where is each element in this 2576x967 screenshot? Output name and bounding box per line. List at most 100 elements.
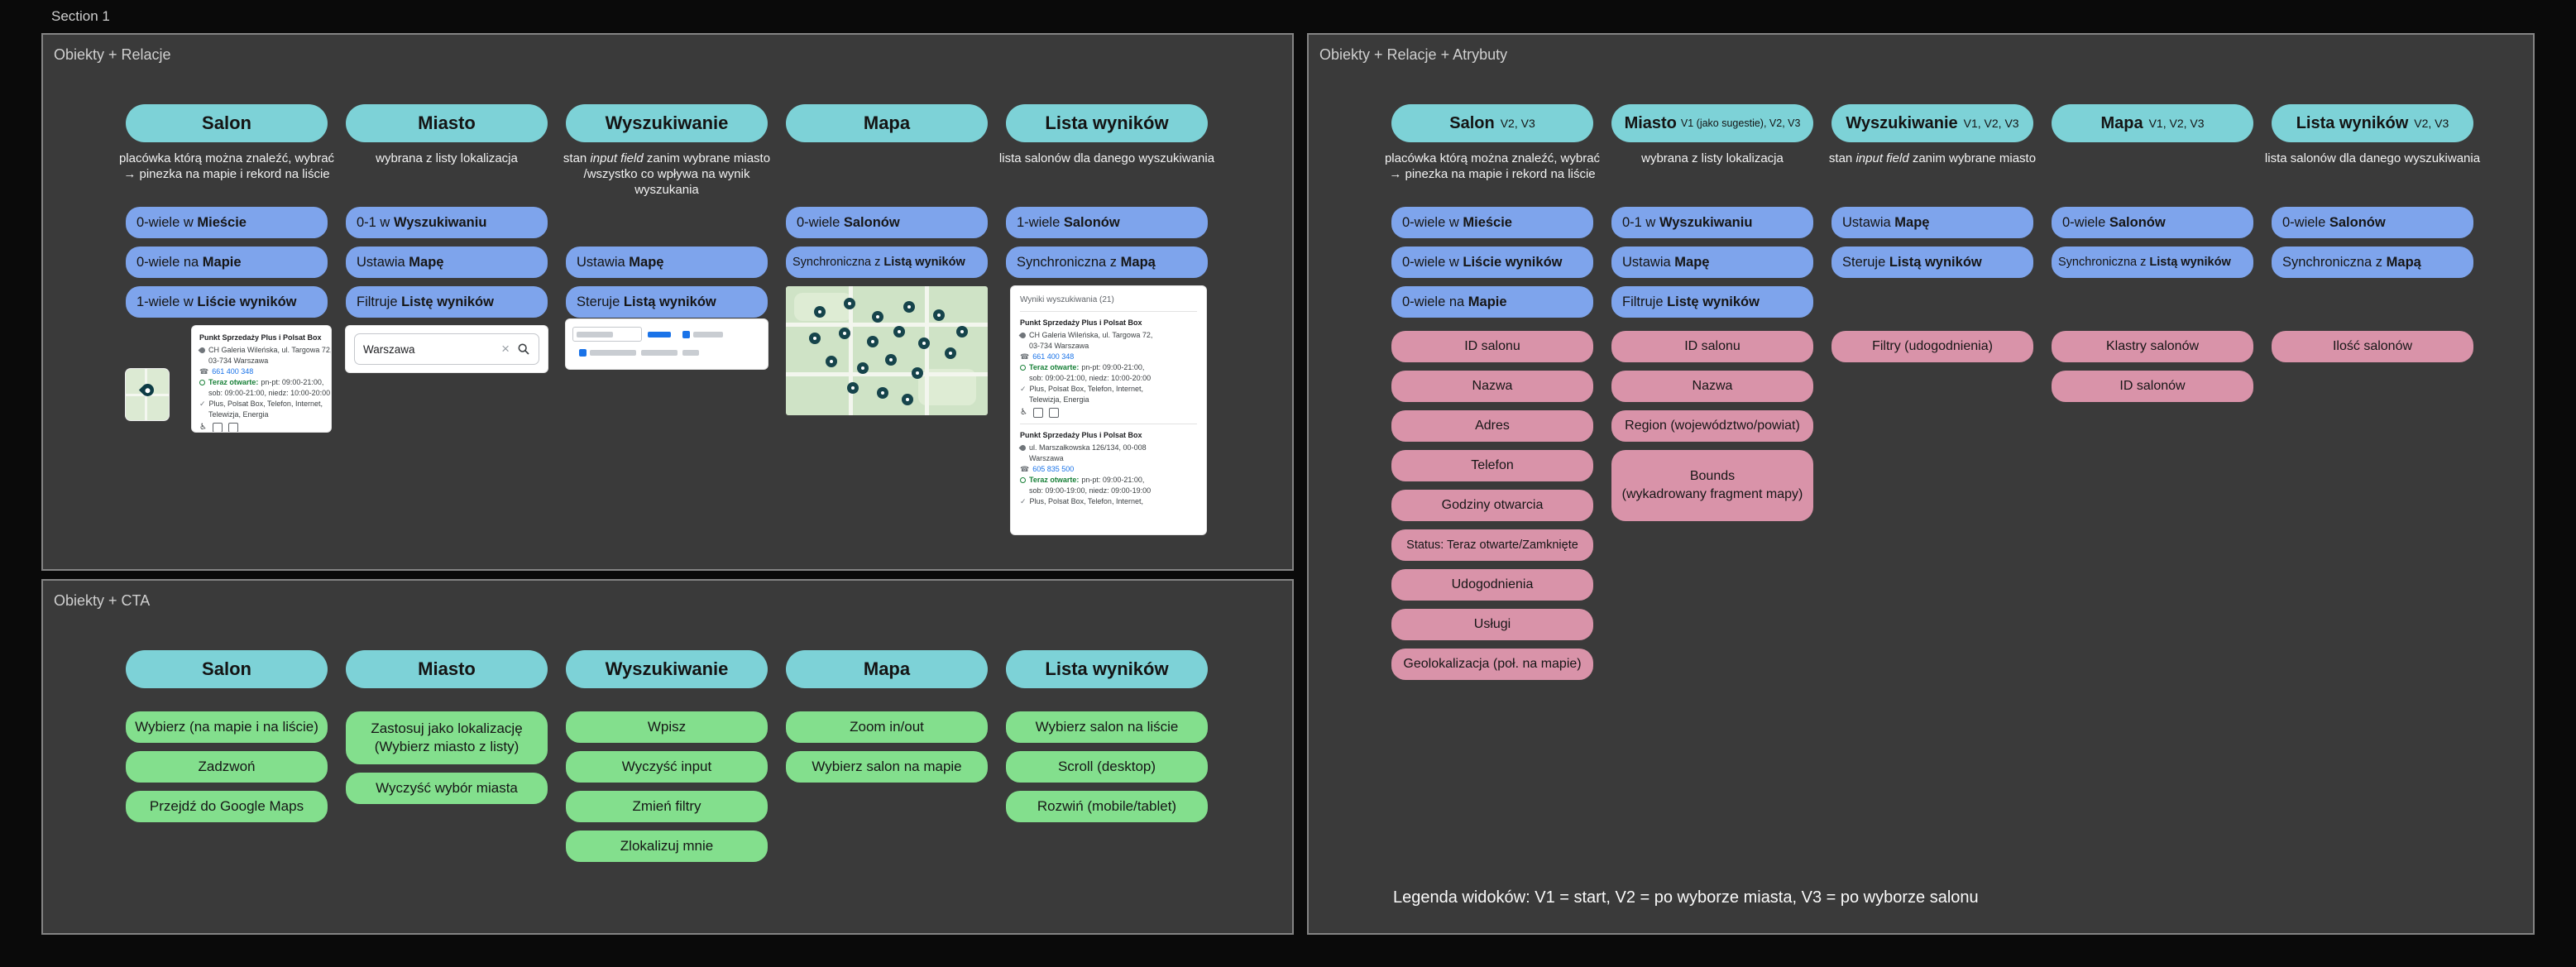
card-hours2: sob: 09:00-21:00, niedz: 10:00-20:00 xyxy=(1029,374,1152,382)
relation-chip[interactable]: Ustawia Mapę xyxy=(1611,247,1813,278)
cta-chip[interactable]: Wybierz salon na liście xyxy=(1006,711,1208,743)
object-header-mapa[interactable]: Mapa xyxy=(786,650,988,688)
relation-chip[interactable]: 0-wiele na Mapie xyxy=(1391,286,1593,318)
object-description: lista salonów dla danego wyszukiwania xyxy=(2257,151,2488,166)
result-card[interactable]: Punkt Sprzedaży Plus i Polsat Box CH Gal… xyxy=(1018,318,1197,418)
attribute-chip[interactable]: Geolokalizacja (poł. na mapie) xyxy=(1391,649,1593,680)
relation-chip[interactable]: 0-wiele w Liście wyników xyxy=(1391,247,1593,278)
relation-chip[interactable]: 0-wiele w Mieście xyxy=(126,207,328,238)
relation-chip[interactable]: Ustawia Mapę xyxy=(1831,207,2033,238)
map-pin-icon xyxy=(893,326,905,337)
object-header-salon[interactable]: Salon xyxy=(126,650,328,688)
card-phone: ☎661 400 348 xyxy=(1020,352,1075,361)
relation-chip[interactable]: 0-1 w Wyszukiwaniu xyxy=(346,207,548,238)
attribute-chip[interactable]: Telefon xyxy=(1391,450,1593,481)
view-versions: V1, V2, V3 xyxy=(1963,117,2019,130)
cta-chip[interactable]: Zastosuj jako lokalizację (Wybierz miast… xyxy=(346,711,548,764)
cta-chip[interactable]: Scroll (desktop) xyxy=(1006,751,1208,783)
relation-chip[interactable]: Filtruje Listę wyników xyxy=(1611,286,1813,318)
mini-search-input[interactable]: Warszawa × xyxy=(354,333,539,365)
relation-chip[interactable]: 0-wiele Salonów xyxy=(786,207,988,238)
salon-detail-screenshot[interactable]: Punkt Sprzedaży Plus i Polsat Box CH Gal… xyxy=(192,326,331,432)
object-header-wyszukiwanie[interactable]: Wyszukiwanie xyxy=(566,650,768,688)
relation-chip[interactable]: 0-1 w Wyszukiwaniu xyxy=(1611,207,1813,238)
search-filters-screenshot[interactable] xyxy=(566,319,768,369)
relation-chip[interactable]: 1-wiele Salonów xyxy=(1006,207,1208,238)
relation-chip[interactable]: 0-wiele w Mieście xyxy=(1391,207,1593,238)
object-header-miasto[interactable]: Miasto xyxy=(346,104,548,142)
attribute-chip[interactable]: Godziny otwarcia xyxy=(1391,490,1593,521)
object-header-wyszukiwanie[interactable]: Wyszukiwanie xyxy=(566,104,768,142)
attribute-chip[interactable]: Usługi xyxy=(1391,609,1593,640)
relation-chip[interactable]: Ustawia Mapę xyxy=(566,247,768,278)
cta-chip[interactable]: Wyczyść wybór miasta xyxy=(346,773,548,804)
cta-chip[interactable]: Zlokalizuj mnie xyxy=(566,831,768,862)
map-pin-icon xyxy=(867,336,879,347)
relation-chip[interactable]: 1-wiele w Liście wyników xyxy=(126,286,328,318)
attribute-chip[interactable]: ID salonu xyxy=(1391,331,1593,362)
map-pin-icon xyxy=(809,333,821,344)
attribute-chip[interactable]: ID salonów xyxy=(2052,371,2253,402)
card-phone: ☎605 835 500 xyxy=(1020,465,1075,473)
relation-chip[interactable]: Steruje Listą wyników xyxy=(1831,247,2033,278)
card-hours2: sob: 09:00-21:00, niedz: 10:00-20:00 xyxy=(208,389,331,397)
column-mapa: Mapa Zoom in/out Wybierz salon na mapie xyxy=(786,581,988,933)
search-icon[interactable] xyxy=(517,342,530,356)
attribute-chip[interactable]: Udogodnienia xyxy=(1391,569,1593,601)
cta-chip[interactable]: Wybierz salon na mapie xyxy=(786,751,988,783)
relation-chip[interactable]: Synchroniczna z Mapą xyxy=(2272,247,2473,278)
card-title: Punkt Sprzedaży Plus i Polsat Box xyxy=(1020,431,1142,439)
city-search-screenshot[interactable]: Warszawa × xyxy=(346,326,548,372)
phone-icon: ☎ xyxy=(1020,465,1030,473)
relation-chip[interactable]: 0-wiele Salonów xyxy=(2052,207,2253,238)
relation-chip[interactable]: 0-wiele na Mapie xyxy=(126,247,328,278)
cta-chip[interactable]: Zadzwoń xyxy=(126,751,328,783)
object-header-lista-wynikow[interactable]: Lista wyników xyxy=(1006,104,1208,142)
relation-chip[interactable]: Synchroniczna z Listą wyników xyxy=(2052,247,2253,278)
attribute-chip[interactable]: ID salonu xyxy=(1611,331,1813,362)
cta-chip[interactable]: Wybierz (na mapie i na liście) xyxy=(126,711,328,743)
clear-icon[interactable]: × xyxy=(501,341,510,357)
view-versions: V1, V2, V3 xyxy=(2148,117,2205,130)
relation-chip[interactable]: Ustawia Mapę xyxy=(346,247,548,278)
cta-chip[interactable]: Zmień filtry xyxy=(566,791,768,822)
object-header-mapa[interactable]: Mapa xyxy=(786,104,988,142)
amenity-icons: ♿ xyxy=(1020,408,1197,418)
attribute-chip[interactable]: Klastry salonów xyxy=(2052,331,2253,362)
cta-chip[interactable]: Wpisz xyxy=(566,711,768,743)
cta-chip[interactable]: Przejdź do Google Maps xyxy=(126,791,328,822)
object-header-lista-wynikow[interactable]: Lista wyników xyxy=(1006,650,1208,688)
relation-chip[interactable]: 0-wiele Salonów xyxy=(2272,207,2473,238)
check-icon: ✓ xyxy=(1020,497,1027,505)
result-card[interactable]: Punkt Sprzedaży Plus i Polsat Box ul. Ma… xyxy=(1018,430,1197,507)
relation-chip[interactable]: Filtruje Listę wyników xyxy=(346,286,548,318)
map-screenshot[interactable] xyxy=(786,286,988,415)
object-header-salon[interactable]: Salon xyxy=(126,104,328,142)
relation-chip[interactable]: Synchroniczna z Mapą xyxy=(1006,247,1208,278)
cta-chip[interactable]: Rozwiń (mobile/tablet) xyxy=(1006,791,1208,822)
text-skeleton xyxy=(682,350,699,356)
attribute-chip[interactable]: Bounds (wykadrowany fragment mapy) xyxy=(1611,450,1813,521)
object-header-miasto[interactable]: Miasto xyxy=(346,650,548,688)
relation-chip[interactable]: Steruje Listą wyników xyxy=(566,286,768,318)
results-list-screenshot[interactable]: Wyniki wyszukiwania (21) Punkt Sprzedaży… xyxy=(1011,286,1206,534)
cta-chip[interactable]: Zoom in/out xyxy=(786,711,988,743)
relation-chip[interactable]: Synchroniczna z Listą wyników xyxy=(786,247,988,278)
attribute-chip[interactable]: Filtry (udogodnienia) xyxy=(1831,331,2033,362)
attribute-chip[interactable]: Adres xyxy=(1391,410,1593,442)
attribute-chip[interactable]: Ilość salonów xyxy=(2272,331,2473,362)
attribute-chip[interactable]: Status: Teraz otwarte/Zamknięte xyxy=(1391,529,1593,561)
frame-obiekty-relacje: Obiekty + Relacje Salon placówka którą m… xyxy=(41,33,1294,571)
attribute-chip[interactable]: Nazwa xyxy=(1611,371,1813,402)
attribute-chip[interactable]: Nazwa xyxy=(1391,371,1593,402)
attribute-chip[interactable]: Region (województwo/powiat) xyxy=(1611,410,1813,442)
salon-map-screenshot[interactable] xyxy=(126,369,169,420)
column-salon: Salon placówka którą można znaleźć, wybr… xyxy=(119,35,334,569)
cta-chip[interactable]: Wyczyść input xyxy=(566,751,768,783)
filters-row xyxy=(572,349,761,357)
